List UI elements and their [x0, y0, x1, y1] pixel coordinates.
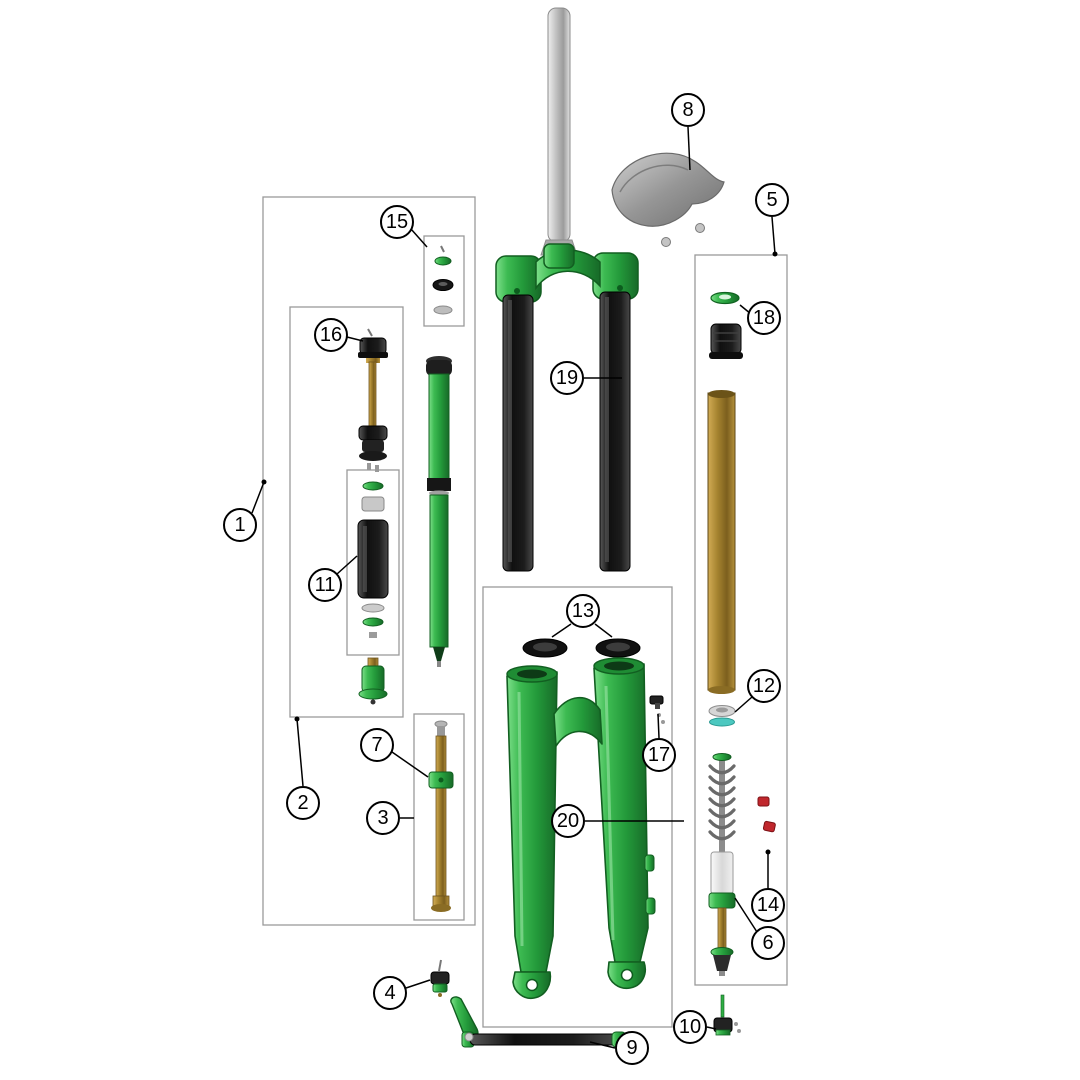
thru-axle-9	[450, 996, 627, 1048]
top-cap-18	[710, 291, 740, 305]
brake-mount-tab	[645, 897, 656, 915]
callout-11: 11	[308, 568, 342, 602]
callout-14: 14	[751, 888, 785, 922]
callout-20: 20	[551, 804, 585, 838]
right-parts-group-box-5	[694, 254, 788, 986]
air-shaft-tube	[707, 390, 736, 694]
callout-6: 6	[751, 926, 785, 960]
fork-crown	[495, 243, 639, 303]
coil-spring	[708, 764, 736, 841]
lowers-group-box	[482, 586, 673, 1028]
compression-base-assembly	[358, 657, 388, 705]
fender-screw	[695, 223, 705, 233]
detent-parts-14	[757, 796, 776, 833]
callout-13: 13	[566, 594, 600, 628]
fender	[611, 152, 725, 247]
left-parts-group-box	[262, 196, 476, 926]
washer-stack-12	[708, 705, 736, 727]
damper-body-tube	[426, 356, 452, 667]
seal-kit-parts-15	[432, 245, 454, 315]
footnut-10	[713, 994, 741, 1036]
damper-group-box-2	[289, 306, 404, 718]
crown-bolt-left	[514, 288, 520, 294]
lowers-arch	[553, 696, 603, 747]
fork-lowers-20	[506, 657, 656, 1000]
callout-5: 5	[755, 183, 789, 217]
callout-4: 4	[373, 976, 407, 1010]
rebound-knob-4	[430, 959, 450, 997]
damper-shaft-16	[358, 328, 388, 472]
callout-18: 18	[747, 301, 781, 335]
stanchion-right	[599, 291, 631, 572]
spring-rebound-assembly-6	[708, 753, 736, 976]
stanchion-left	[502, 294, 534, 572]
leader-lines	[251, 126, 778, 1049]
brake-mount-tab	[644, 854, 655, 872]
dust-seal-left-13	[522, 638, 568, 658]
callout-2: 2	[286, 786, 320, 820]
callout-12: 12	[747, 669, 781, 703]
cartridge-box-11	[346, 469, 400, 656]
callout-3: 3	[366, 801, 400, 835]
callout-15: 15	[380, 205, 414, 239]
seal-kit-box-15	[423, 235, 465, 327]
callout-16: 16	[314, 318, 348, 352]
air-piston-rod-3	[428, 720, 454, 912]
callout-9: 9	[615, 1031, 649, 1065]
callout-19: 19	[550, 361, 584, 395]
callout-17: 17	[642, 738, 676, 772]
callout-10: 10	[673, 1010, 707, 1044]
crown-bolt-right	[617, 285, 623, 291]
callout-1: 1	[223, 508, 257, 542]
callout-7: 7	[360, 728, 394, 762]
damper-cartridge-11	[357, 481, 389, 638]
dust-seal-right-13	[595, 638, 641, 658]
callout-8: 8	[671, 93, 705, 127]
steerer-tube	[540, 7, 578, 256]
fender-screw	[661, 237, 671, 247]
seal-head-cap	[709, 323, 743, 359]
air-rod-box-3	[413, 713, 465, 921]
bleed-fitting-17	[649, 695, 665, 724]
